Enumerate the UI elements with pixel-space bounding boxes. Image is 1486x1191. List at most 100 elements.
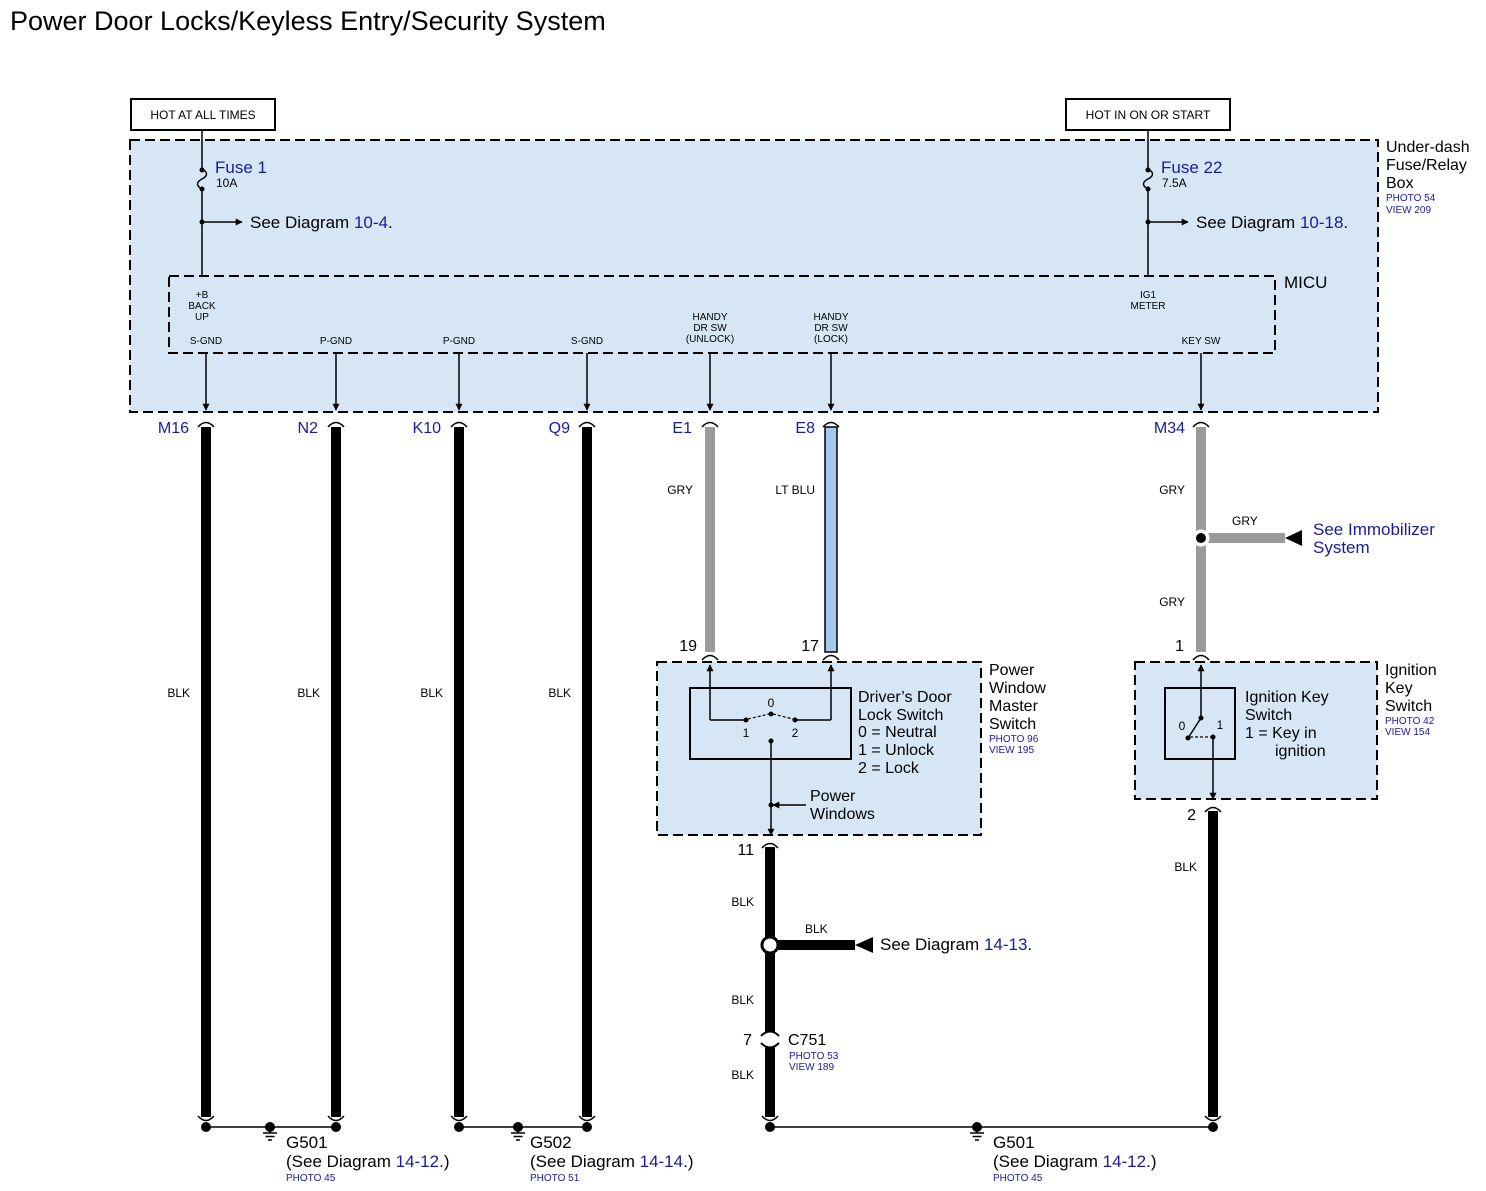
g501b-photo-link[interactable]: PHOTO 45 <box>993 1173 1043 1184</box>
pwms-name-1: Power <box>989 662 1035 679</box>
pwms-pin-11: 11 <box>737 842 754 859</box>
pwms-photo-link[interactable]: PHOTO 96 <box>989 734 1039 745</box>
power-window-master-switch-box <box>656 661 982 836</box>
gdot-m16 <box>201 1122 211 1132</box>
ignition-pos-0: 0 <box>1179 719 1186 733</box>
connector-e8[interactable]: E8 <box>795 420 815 437</box>
c751-view-link[interactable]: VIEW 189 <box>789 1062 834 1073</box>
switch-pos-0: 0 <box>768 696 775 710</box>
g501a-name: G501 <box>286 1133 328 1152</box>
ground-icon-g502 <box>511 1127 525 1141</box>
fusebox-view-link[interactable]: VIEW 209 <box>1386 205 1431 216</box>
ignition-desc-1: Ignition Key <box>1245 689 1329 706</box>
c751-name: C751 <box>788 1032 826 1049</box>
micu-box <box>168 275 1276 354</box>
immobilizer-link-1[interactable]: See Immobilizer <box>1313 520 1435 539</box>
switch-pos-1: 1 <box>743 726 750 740</box>
fuse1-see-link[interactable]: 10-4 <box>354 213 388 232</box>
switch-desc-5: 2 = Lock <box>858 760 920 777</box>
gdot-ign <box>1208 1122 1218 1132</box>
pwms-view-link[interactable]: VIEW 195 <box>989 745 1034 756</box>
micu-pin-sgnd2: S-GND <box>571 336 603 347</box>
micu-ig1-1: IG1 <box>1140 290 1157 301</box>
g502-photo-link[interactable]: PHOTO 51 <box>530 1173 580 1184</box>
micu-pin-handy-lock-2: DR SW <box>814 323 848 334</box>
g501a-see-suffix: .) <box>439 1152 449 1171</box>
power-windows-2: Windows <box>810 806 875 823</box>
wire-label-q9: BLK <box>548 686 571 700</box>
ignition-blade <box>1187 717 1202 739</box>
fuse22-see-period: . <box>1343 213 1348 232</box>
switch-desc-2: Lock Switch <box>858 707 943 724</box>
cap-e8 <box>822 421 840 428</box>
cap-m34 <box>1192 421 1210 428</box>
fusebox-photo-link[interactable]: PHOTO 54 <box>1386 193 1436 204</box>
g501b-see: (See Diagram 14-12.) <box>993 1152 1156 1171</box>
c751-cap-top <box>760 1030 780 1037</box>
g501a-see-link[interactable]: 14-12 <box>396 1152 439 1171</box>
connector-m34[interactable]: M34 <box>1154 420 1185 437</box>
ignition-desc-3: 1 = Key in <box>1245 725 1317 742</box>
bcap-n2 <box>327 1115 345 1122</box>
g501a-photo-link[interactable]: PHOTO 45 <box>286 1173 336 1184</box>
ignition-key-switch-box <box>1134 661 1378 800</box>
connector-n2[interactable]: N2 <box>298 420 319 437</box>
hot-in-on-label: HOT IN ON OR START <box>1086 108 1211 122</box>
ignition-switch-inner <box>1164 687 1236 760</box>
g501b-see-link[interactable]: 14-12 <box>1103 1152 1146 1171</box>
ignition-view-link[interactable]: VIEW 154 <box>1385 727 1430 738</box>
page-title: Power Door Locks/Keyless Entry/Security … <box>10 6 606 36</box>
see-1413-period: . <box>1027 935 1032 954</box>
ignition-name-1: Ignition <box>1385 662 1437 679</box>
micu-pin-pgnd2: P-GND <box>443 336 475 347</box>
fuse1-name[interactable]: Fuse 1 <box>215 158 267 177</box>
cap-11 <box>761 842 779 849</box>
immobilizer-link-2[interactable]: System <box>1313 538 1370 557</box>
wire-label-k10: BLK <box>420 686 443 700</box>
ground-wires <box>201 427 592 1117</box>
g502-see-link[interactable]: 14-14 <box>640 1152 683 1171</box>
gdot-11 <box>765 1122 775 1132</box>
connector-e1[interactable]: E1 <box>672 420 692 437</box>
wire-label-immobilizer: GRY <box>1232 514 1258 528</box>
hot-at-all-times-box <box>130 98 276 131</box>
bcap-k10 <box>450 1115 468 1122</box>
g501b-see-prefix: (See Diagram <box>993 1152 1103 1171</box>
wire-label-11-b: BLK <box>731 993 754 1007</box>
fusebox-name-3: Box <box>1386 175 1414 192</box>
g501b-see-suffix: .) <box>1146 1152 1156 1171</box>
connector-k10[interactable]: K10 <box>413 420 442 437</box>
c751-photo-link[interactable]: PHOTO 53 <box>789 1051 839 1062</box>
g501a-see-prefix: (See Diagram <box>286 1152 396 1171</box>
cap-q9 <box>578 421 596 428</box>
switch-contact-0 <box>768 711 774 717</box>
connector-m16[interactable]: M16 <box>158 420 189 437</box>
cap-n2 <box>327 421 345 428</box>
fuse22-see-diagram: See Diagram 10-18. <box>1196 213 1348 232</box>
wire-label-m34-b: GRY <box>1159 595 1185 609</box>
cap-k10 <box>450 421 468 428</box>
fuse22-name[interactable]: Fuse 22 <box>1161 158 1222 177</box>
ground-icon-g501a <box>263 1127 277 1141</box>
fuse1-dot-top <box>199 167 205 173</box>
fuse22-dot-top <box>1145 167 1151 173</box>
fuse1-see-prefix: See Diagram <box>250 213 354 232</box>
switch-desc-3: 0 = Neutral <box>858 724 937 741</box>
fuse1-see-diagram: See Diagram 10-4. <box>250 213 393 232</box>
micu-ig1-2: METER <box>1131 301 1166 312</box>
wire-label-m16: BLK <box>167 686 190 700</box>
gdot-q9 <box>582 1122 592 1132</box>
wire-label-11-a: BLK <box>731 895 754 909</box>
wire-label-11-c: BLK <box>731 1068 754 1082</box>
c751-pin: 7 <box>743 1032 752 1049</box>
wire-label-m34-a: GRY <box>1159 483 1185 497</box>
ignition-contact-0 <box>1185 735 1191 741</box>
ignition-photo-link[interactable]: PHOTO 42 <box>1385 716 1435 727</box>
see-1413-link[interactable]: 14-13 <box>984 935 1027 954</box>
micu-pin-leads <box>202 353 1205 411</box>
connector-q9[interactable]: Q9 <box>549 420 570 437</box>
fuse22-symbol <box>1142 168 1154 190</box>
arrow-immobilizer-icon <box>1285 530 1302 546</box>
fuse22-see-link[interactable]: 10-18 <box>1300 213 1343 232</box>
